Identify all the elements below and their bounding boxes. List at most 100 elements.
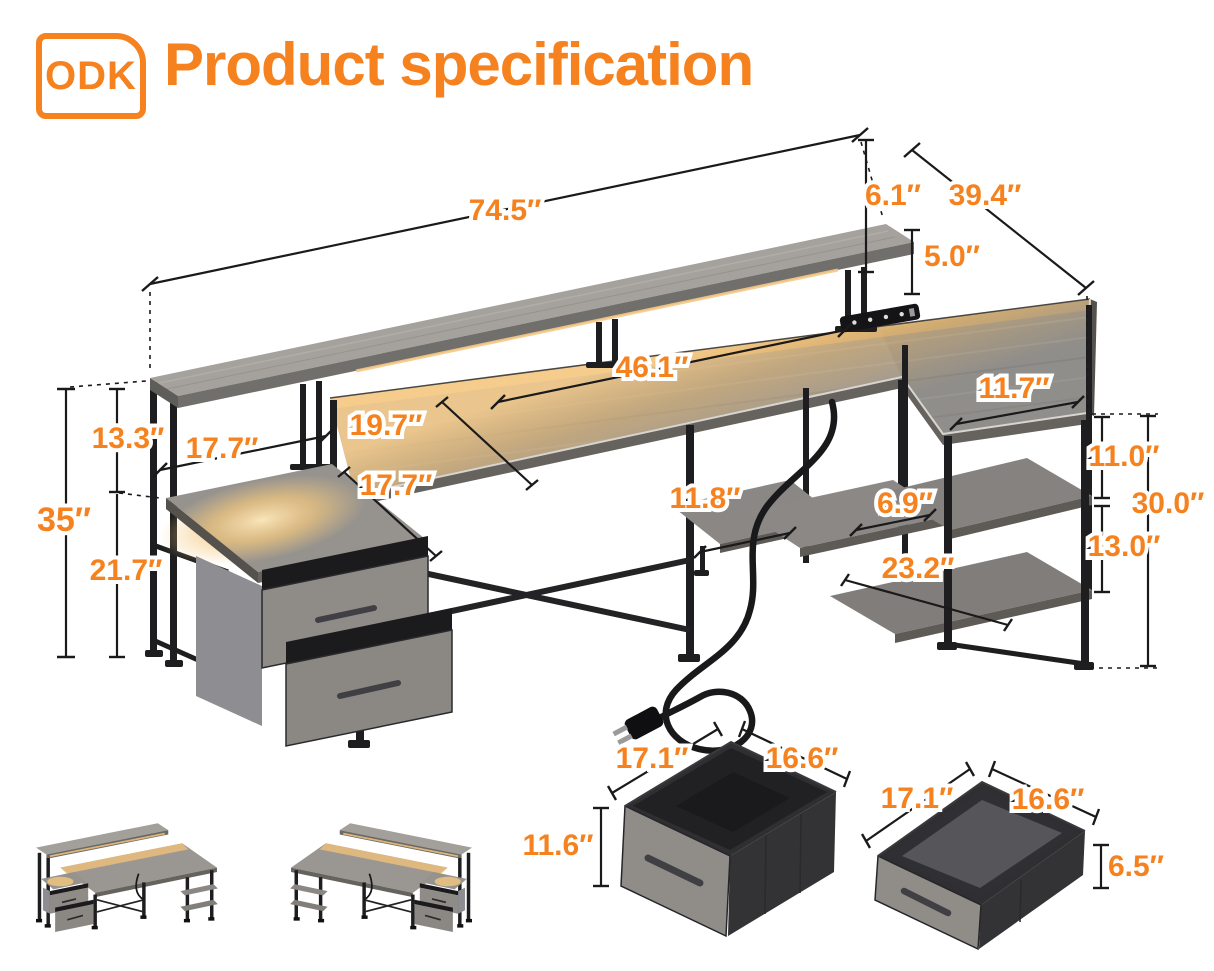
drawer-interior-bottom (676, 772, 790, 832)
mid-left-shelf-edge (800, 516, 948, 557)
riser-bar (300, 384, 306, 470)
dim-tick (435, 396, 449, 408)
plug (612, 706, 664, 746)
fabric-seam (799, 813, 802, 894)
power-outlet (867, 317, 873, 322)
dim-tick (903, 142, 921, 158)
shelf-grain (161, 236, 896, 391)
dim-label-right-shelf-depth: 11.7″ (978, 372, 1049, 405)
dim-tick (152, 462, 168, 478)
riser-bar (845, 270, 851, 332)
plug-prong (612, 724, 629, 737)
dim-tick (851, 127, 869, 143)
dim-tick (318, 428, 334, 444)
desk-foot (348, 740, 370, 748)
dim-tick (783, 526, 797, 540)
desk-leg (686, 425, 694, 658)
dim-label-riser-height: 5.0″ (924, 240, 980, 273)
dim-ext (69, 380, 147, 388)
dim-tick (1091, 808, 1101, 826)
dim-label-length-total: 74.5″ (469, 194, 542, 227)
dim-line-17-7b (343, 471, 437, 557)
dim-label-height-total: 35″ (37, 501, 91, 539)
drawer2-opening (286, 608, 452, 664)
usb-port (908, 307, 916, 317)
dim-label-td-depth: 16.6″ (1012, 783, 1085, 816)
dim-label-depth-total: 39.4″ (949, 179, 1022, 212)
desktop-front-edge (355, 377, 902, 506)
power-outlet (883, 314, 889, 320)
drawer-interior-bottom (902, 800, 1062, 888)
riser-bar (861, 267, 867, 329)
dim-line-74-5 (149, 133, 861, 286)
monitor-shelf (150, 224, 914, 408)
dim-line-td-depth (991, 768, 1097, 818)
storage-rail (947, 641, 1086, 667)
dim-tick (840, 573, 850, 587)
dim-tick (712, 721, 724, 737)
dim-tick (837, 322, 853, 338)
plug-prong (617, 733, 633, 746)
dim-label-desk-depth: 19.7″ (350, 409, 423, 442)
drawer-rim-edge (877, 780, 1086, 857)
shelf-foot-leg (700, 546, 705, 572)
drawer2-handle (337, 680, 401, 699)
drawer1-opening (262, 536, 428, 590)
main-desk (145, 224, 1097, 754)
desktop-led-glow (330, 299, 1090, 495)
dim-label-stand-depth: 17.7″ (360, 469, 433, 502)
dim-line-19-7 (441, 401, 533, 486)
dim-tick (964, 761, 976, 777)
dim-ext (118, 492, 161, 499)
dim-tick (860, 833, 872, 849)
dim-label-right-gap-lower: 13.0″ (1088, 530, 1161, 563)
drawer-fabric-face (728, 792, 836, 936)
riser-bar (596, 322, 602, 368)
shelf-grain (154, 230, 889, 385)
upper-right-shelf-edge (950, 496, 1092, 539)
storage-leg (902, 345, 908, 565)
page-title: Product specification (164, 31, 754, 98)
brand-logo: ODK (36, 33, 146, 119)
dim-label-right-gap-upper: 11.0″ (1088, 440, 1159, 473)
cabinet-fabric-side (196, 556, 262, 726)
drawer-handle (644, 854, 704, 887)
dim-label-side-gap: 6.9″ (877, 487, 933, 520)
dim-label-fd-width: 17.1″ (616, 742, 689, 775)
dim-tick (849, 523, 863, 537)
dim-label-fd-depth: 16.6″ (766, 742, 839, 775)
dim-tick (337, 466, 351, 478)
file-drawer-detail: 17.1″ 16.6″ 11.6″ (518, 720, 852, 938)
dim-tick (949, 417, 963, 431)
dim-line-17-7a (159, 434, 327, 472)
dim-line-11-7 (955, 400, 1079, 426)
dim-label-right-height: 30.0″ (1132, 487, 1205, 520)
dim-line-6-9 (855, 513, 931, 532)
drawer-rim-edge (624, 740, 837, 807)
monitor-shelf-side (150, 378, 178, 408)
led-strip (355, 268, 839, 373)
dim-tick (693, 545, 707, 559)
dim-tick (842, 770, 852, 788)
drawer-fabric-face (979, 831, 1085, 949)
desk-foot (678, 654, 700, 662)
bottom-shelf (830, 552, 1092, 634)
dim-label-center-shelf: 11.8″ (669, 482, 740, 515)
cord-path (652, 398, 838, 754)
dim-label-stand-width: 17.7″ (186, 432, 259, 465)
dim-label-td-height: 6.5″ (1108, 850, 1164, 883)
dim-line-fd-depth (741, 728, 848, 780)
dim-tick (141, 276, 159, 292)
dim-label-hutch-upper: 13.3″ (92, 422, 165, 455)
dim-tick (1077, 280, 1095, 296)
power-strip (839, 303, 921, 333)
frame-foot (145, 650, 163, 657)
dimension-labels: 74.5″ 6.1″ 39.4″ 5.0″ 13.3″ 35″ 21.7″ 17… (33, 175, 1208, 591)
riser-bar (316, 381, 322, 467)
file-cabinet (196, 536, 453, 747)
dim-label-desktop-length: 46.1″ (616, 351, 689, 384)
fabric-seam (764, 834, 767, 915)
top-drawer-detail: 17.1″ 16.6″ 6.5″ (860, 760, 1168, 951)
brand-logo-text: ODK (45, 53, 137, 98)
